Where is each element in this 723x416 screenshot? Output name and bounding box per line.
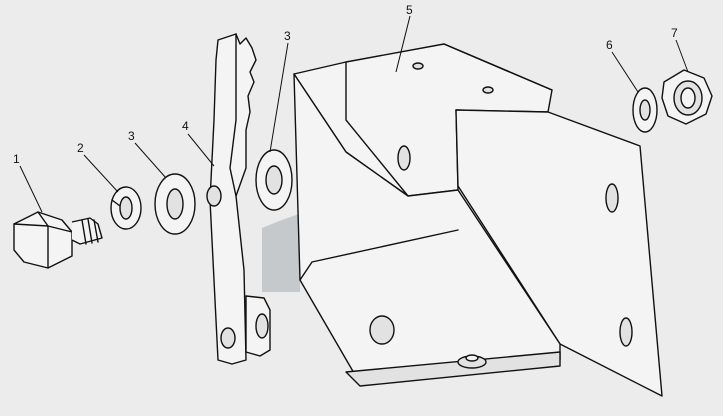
leader-lines: [19, 15, 689, 213]
callout-1: 1: [13, 152, 20, 166]
bolt-part-1: [13, 211, 103, 269]
lock-washer-part-2: [110, 186, 142, 230]
bracket-part-5: [293, 43, 663, 397]
callout-4: 4: [182, 119, 189, 133]
toothed-lever-part-4: [206, 33, 271, 365]
callout-5: 5: [406, 3, 413, 17]
callout-3-right: 3: [284, 29, 291, 43]
flat-washer-part-3-right: [255, 149, 293, 211]
callout-7: 7: [671, 26, 678, 40]
callout-2: 2: [77, 141, 84, 155]
callout-6: 6: [606, 38, 613, 52]
flat-washer-part-3-left: [154, 173, 196, 235]
washer-part-6: [632, 87, 658, 133]
callout-labels: 1 2 3 4 3 5 6 7: [13, 3, 678, 166]
callout-3-left: 3: [128, 129, 135, 143]
hex-nut-part-7: [661, 69, 713, 125]
